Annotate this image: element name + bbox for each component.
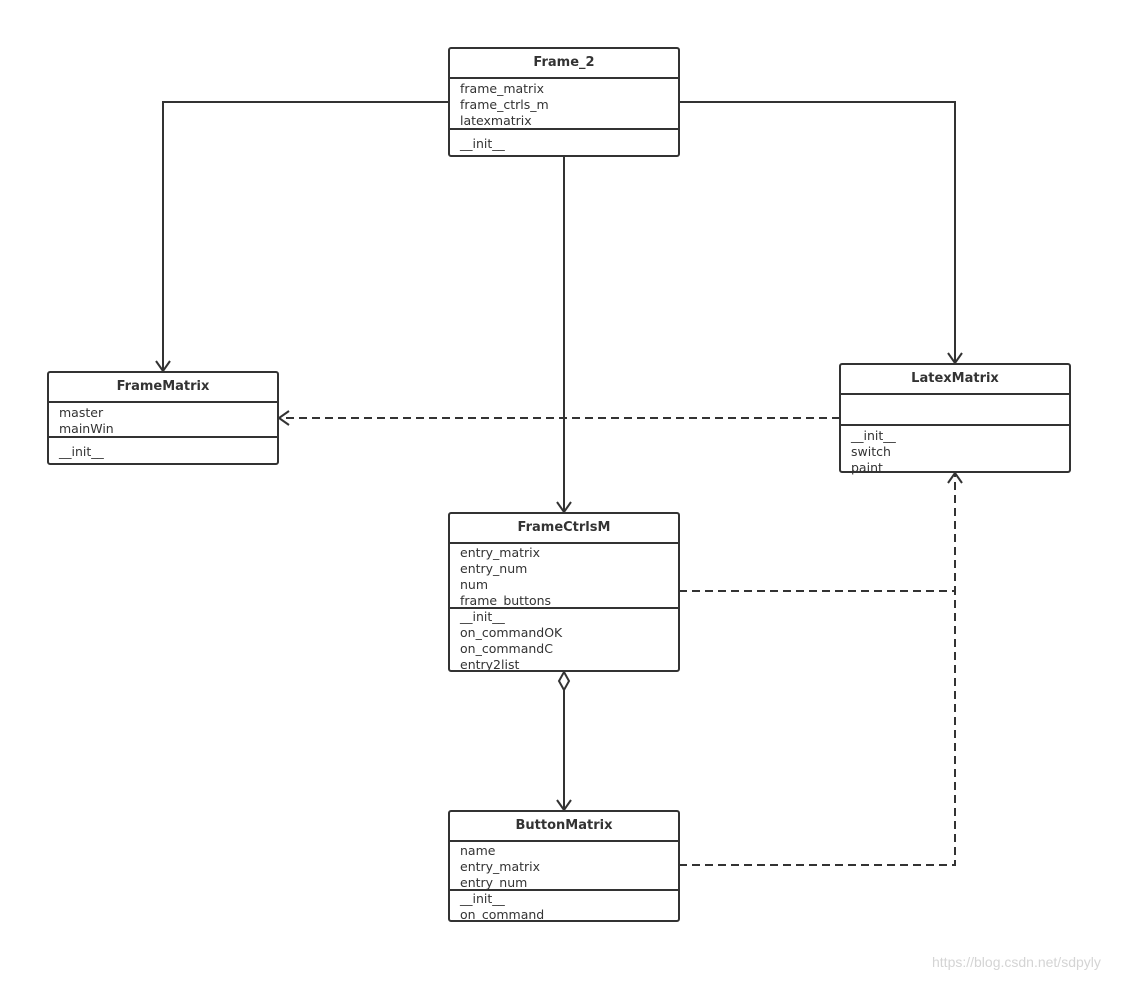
attribute: entry_matrix (460, 859, 541, 874)
method: on_commandC (460, 641, 553, 656)
class-latexmatrix[interactable]: LatexMatrix __init__ switch paint (839, 363, 1071, 475)
attribute: entry_num (460, 561, 528, 576)
watermark: https://blog.csdn.net/sdpyly (932, 954, 1101, 970)
attribute: entry_num (460, 875, 528, 890)
class-name: Frame_2 (450, 49, 678, 79)
attribute: name (460, 843, 496, 858)
class-name: FrameMatrix (49, 373, 277, 403)
method: entry2list (460, 657, 520, 672)
method-compartment: __init__ switch paint (841, 426, 1069, 478)
class-name: LatexMatrix (841, 365, 1069, 395)
method: paint (851, 460, 883, 475)
aggregation-diamond (557, 669, 571, 693)
attribute: frame_matrix (460, 81, 545, 96)
class-buttonmatrix[interactable]: ButtonMatrix name entry_matrix entry_num… (448, 810, 680, 922)
method: on_commandOK (460, 625, 563, 640)
class-frame2[interactable]: Frame_2 frame_matrix frame_ctrls_m latex… (448, 47, 680, 157)
class-name: ButtonMatrix (450, 812, 678, 842)
attribute: num (460, 577, 489, 592)
method-compartment: __init__ (49, 438, 277, 462)
method-compartment: __init__ on_commandOK on_commandC entry2… (450, 609, 678, 675)
method: __init__ (460, 609, 505, 624)
attribute: master (59, 405, 104, 420)
attribute-compartment: entry_matrix entry_num num frame_buttons (450, 544, 678, 609)
method-compartment: __init__ (450, 130, 678, 154)
attribute: mainWin (59, 421, 114, 436)
dependency-buttonmatrix-to-latexmatrix (679, 591, 956, 866)
attribute-compartment: name entry_matrix entry_num (450, 842, 678, 891)
attribute: entry_matrix (460, 545, 541, 560)
attribute: frame_buttons (460, 593, 552, 608)
class-name: FrameCtrlsM (450, 514, 678, 544)
attribute-compartment: master mainWin (49, 403, 277, 438)
method: __init__ (851, 428, 896, 443)
association-frame2-to-latexmatrix (679, 101, 963, 365)
attribute-compartment (841, 395, 1069, 426)
method: on_command (460, 907, 545, 922)
method: __init__ (460, 891, 505, 906)
dependency-framectrlsm-to-latexmatrix (679, 471, 963, 592)
attribute-compartment: frame_matrix frame_ctrls_m latexmatrix (450, 79, 678, 130)
method: __init__ (460, 136, 505, 151)
method-compartment: __init__ on_command (450, 891, 678, 925)
class-framectrlsm[interactable]: FrameCtrlsM entry_matrix entry_num num f… (448, 512, 680, 672)
attribute: frame_ctrls_m (460, 97, 549, 112)
attribute: latexmatrix (460, 113, 532, 128)
method: switch (851, 444, 891, 459)
method: __init__ (59, 444, 104, 459)
association-frame2-to-framematrix (155, 101, 449, 373)
class-framematrix[interactable]: FrameMatrix master mainWin __init__ (47, 371, 279, 465)
